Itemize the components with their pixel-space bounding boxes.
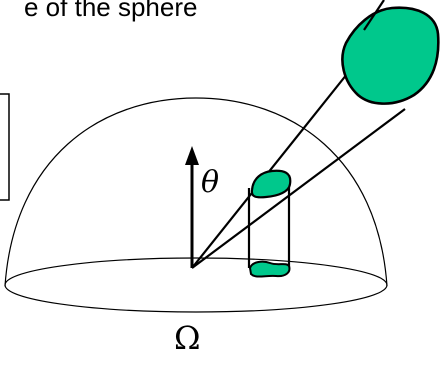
- surface-patch-icon: [250, 169, 292, 199]
- ray-top-edge: [363, 0, 385, 31]
- caption-text: e of the sphere: [24, 0, 198, 22]
- up-arrow-icon: [185, 146, 199, 165]
- distant-patch: [341, 6, 440, 105]
- omega-label: Ω: [174, 319, 201, 357]
- projection-cylinder-sides: [247, 182, 291, 268]
- cone-ray-upper: [191, 63, 356, 269]
- cone-ray-lower: [191, 108, 406, 269]
- left-box-edge: [0, 93, 10, 201]
- hemisphere-base-ellipse: [4, 257, 388, 313]
- theta-label: θ: [201, 165, 220, 200]
- projected-patch-bottom: [248, 260, 291, 278]
- hemisphere-dome: [4, 97, 388, 287]
